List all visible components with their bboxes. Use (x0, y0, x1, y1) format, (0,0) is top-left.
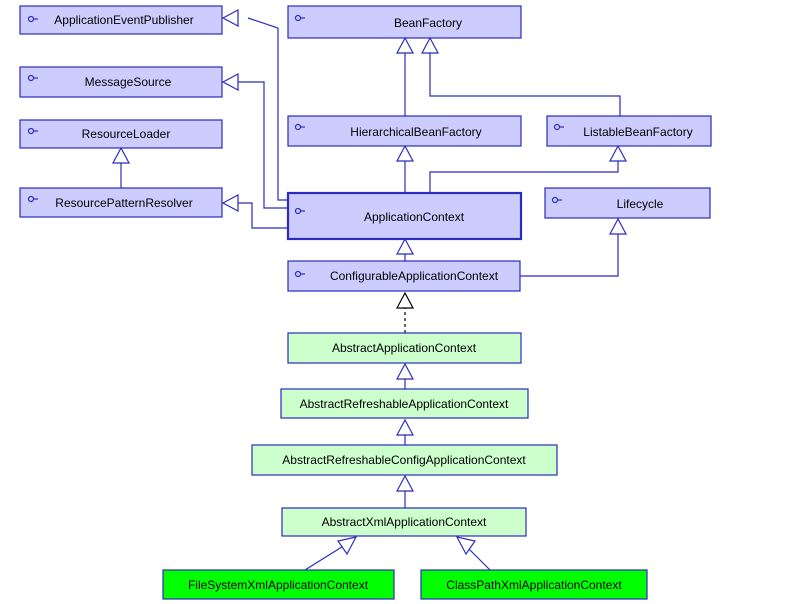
node-label: BeanFactory (394, 16, 462, 30)
node-label: AbstractApplicationContext (332, 341, 477, 355)
node-file-system-xml-application-context: FileSystemXmlApplicationContext (162, 569, 395, 600)
arrowhead-refreshable (396, 418, 414, 436)
interface-lollipop-icon (553, 123, 564, 131)
node-abstract-refreshable-application-context: AbstractRefreshableApplicationContext (280, 388, 529, 419)
arrowhead-xml-left (336, 536, 358, 556)
node-resource-pattern-resolver: ResourcePatternResolver (19, 187, 223, 218)
node-label: AbstractXmlApplicationContext (322, 515, 487, 529)
arrowhead-abstract (396, 362, 414, 380)
edge-appcontext-to-eventpublisher (247, 17, 288, 201)
interface-lollipop-icon (27, 74, 38, 82)
node-lifecycle: Lifecycle (544, 187, 711, 219)
edge-listable-to-beanfactory (429, 50, 621, 116)
node-listable-bean-factory: ListableBeanFactory (546, 115, 712, 147)
interface-lollipop-icon (27, 15, 38, 23)
node-application-event-publisher: ApplicationEventPublisher (19, 5, 223, 35)
arrowhead-appcontext (396, 237, 414, 255)
interface-lollipop-icon (27, 195, 38, 203)
node-resource-loader: ResourceLoader (19, 119, 223, 149)
arrowhead-refreshableconfig (396, 474, 414, 492)
edge-appcontext-to-resourcepatternresolver (235, 202, 288, 229)
arrowhead-configurable (396, 291, 414, 309)
node-label: AbstractRefreshableConfigApplicationCont… (282, 453, 526, 467)
node-label: HierarchicalBeanFactory (350, 125, 481, 139)
edge-appcontext-to-listable (429, 158, 619, 193)
node-application-context: ApplicationContext (286, 191, 523, 241)
edges (120, 17, 621, 571)
node-label: ResourceLoader (82, 127, 171, 141)
edge-configurable-to-lifecycle (520, 232, 619, 277)
node-label: ConfigurableApplicationContext (330, 269, 499, 283)
node-label: ListableBeanFactory (583, 125, 692, 139)
node-label: AbstractRefreshableApplicationContext (300, 397, 509, 411)
arrowhead-xml-right (455, 536, 477, 556)
arrowhead-lifecycle (609, 217, 627, 235)
node-hierarchical-bean-factory: HierarchicalBeanFactory (287, 115, 522, 147)
arrowhead-beanfactory-left (396, 36, 414, 54)
arrowhead-eventpublisher (221, 9, 239, 27)
arrowhead-messagesource (221, 73, 239, 91)
node-abstract-xml-application-context: AbstractXmlApplicationContext (281, 507, 527, 537)
interface-lollipop-icon (27, 127, 38, 135)
edge-appcontext-to-messagesource (237, 81, 288, 209)
node-label: ApplicationContext (364, 210, 465, 224)
interface-lollipop-icon (294, 270, 305, 278)
arrowhead-resourceloader (112, 146, 130, 164)
interface-lollipop-icon (294, 14, 305, 22)
arrowheads (112, 9, 627, 556)
node-label: FileSystemXmlApplicationContext (188, 578, 369, 592)
node-bean-factory: BeanFactory (287, 5, 522, 39)
node-abstract-refreshable-config-application-context: AbstractRefreshableConfigApplicationCont… (251, 444, 558, 476)
node-class-path-xml-application-context: ClassPathXmlApplicationContext (420, 569, 648, 600)
node-label: ApplicationEventPublisher (54, 13, 193, 27)
interface-lollipop-icon (294, 207, 305, 215)
interface-lollipop-icon (551, 196, 562, 204)
node-label: MessageSource (85, 75, 172, 89)
arrowhead-hierarchical (396, 144, 414, 162)
node-abstract-application-context: AbstractApplicationContext (287, 332, 522, 364)
node-configurable-application-context: ConfigurableApplicationContext (287, 260, 521, 292)
edge-filesystem-to-xml (304, 544, 346, 571)
arrowhead-beanfactory-right (421, 36, 439, 54)
interface-lollipop-icon (294, 123, 305, 131)
arrowhead-listable (609, 144, 627, 162)
arrowhead-resourcepatternresolver (221, 194, 239, 212)
node-label: ResourcePatternResolver (55, 196, 192, 210)
node-label: Lifecycle (617, 197, 664, 211)
node-label: ClassPathXmlApplicationContext (446, 578, 622, 592)
node-message-source: MessageSource (19, 66, 223, 98)
